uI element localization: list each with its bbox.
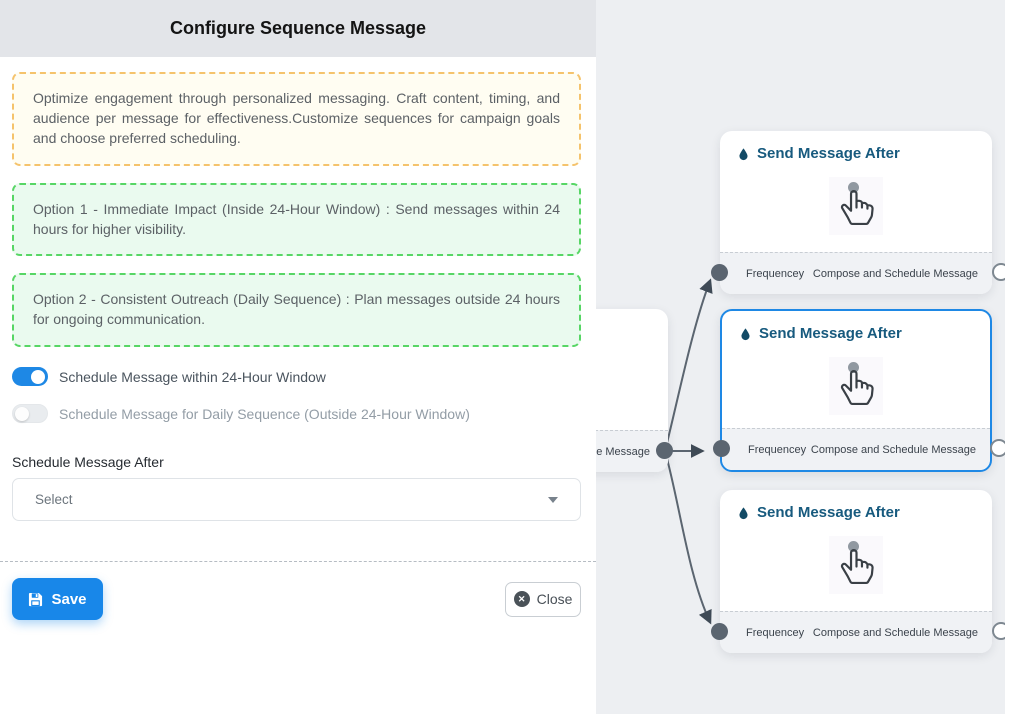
node-footer-compose[interactable]: Compose and Schedule Message — [812, 267, 978, 280]
node-title: Send Message After — [759, 325, 902, 342]
option1-notice: Option 1 - Immediate Impact (Inside 24-H… — [12, 182, 581, 257]
water-drop-icon — [739, 147, 748, 160]
option2-notice: Option 2 - Consistent Outreach (Daily Se… — [12, 273, 581, 348]
node-title: Send Message After — [757, 145, 900, 162]
node-footer-compose[interactable]: Compose and Schedule Message — [812, 626, 978, 639]
node-footer-compose[interactable]: Compose and Schedule Message — [810, 443, 976, 456]
hand-pointer-icon — [840, 549, 874, 584]
flow-canvas[interactable]: ce Message Send Message After Frequencey… — [596, 0, 1013, 714]
node-title-row: Send Message After — [737, 145, 900, 162]
select-value: Select — [35, 492, 73, 508]
node-footer: Frequencey Compose and Schedule Message — [720, 252, 992, 294]
close-button-label: Close — [536, 591, 573, 608]
tap-cursor-image — [829, 177, 883, 235]
node-footer-frequency[interactable]: Frequencey — [746, 626, 805, 639]
flow-node-send-message-3[interactable]: Send Message After Frequencey Compose an… — [711, 490, 1010, 653]
toggle-knob — [15, 406, 29, 421]
toggle-24hour-label: Schedule Message within 24-Hour Window — [59, 368, 326, 385]
tap-dot-icon — [848, 362, 859, 373]
option2-text: Option 2 - Consistent Outreach (Daily Se… — [33, 291, 560, 328]
toggle-daily-sequence: Schedule Message for Daily Sequence (Out… — [12, 404, 581, 424]
edge-to-node-3 — [664, 450, 712, 625]
source-node-footer-label: ce Message — [596, 445, 650, 458]
target-connection-handle[interactable] — [711, 264, 728, 281]
node-title-row: Send Message After — [737, 504, 900, 521]
option1-text: Option 1 - Immediate Impact (Inside 24-H… — [33, 200, 560, 237]
chevron-down-icon — [548, 496, 558, 503]
hand-pointer-icon — [840, 190, 874, 225]
node-title-row: Send Message After — [739, 325, 902, 342]
node-footer: Frequencey Compose and Schedule Message — [722, 428, 990, 470]
save-button-label: Save — [51, 590, 87, 608]
toggle-daily-label: Schedule Message for Daily Sequence (Out… — [59, 405, 470, 422]
panel-header: Configure Sequence Message — [0, 0, 596, 57]
toggle-knob — [31, 369, 45, 384]
close-button[interactable]: ✕ Close — [505, 581, 581, 617]
tap-cursor-image — [829, 536, 883, 594]
panel-footer: Save ✕ Close — [12, 578, 581, 621]
tap-dot-icon — [848, 541, 859, 552]
node-footer-frequency[interactable]: Frequencey — [748, 443, 807, 456]
target-connection-handle[interactable] — [711, 623, 728, 640]
tap-dot-icon — [848, 182, 859, 193]
toggle-24hour-window: Schedule Message within 24-Hour Window — [12, 367, 581, 387]
save-button[interactable]: Save — [12, 578, 103, 621]
toggle-daily-switch[interactable] — [12, 404, 48, 424]
configure-sequence-panel: Configure Sequence Message Optimize enga… — [0, 0, 596, 714]
target-connection-handle[interactable] — [713, 440, 730, 457]
flow-node-source-partial[interactable]: ce Message — [596, 309, 673, 472]
source-connection-handle[interactable] — [656, 442, 673, 459]
water-drop-icon — [741, 327, 750, 340]
toggle-24hour-switch[interactable] — [12, 367, 48, 387]
edge-to-node-1 — [664, 278, 713, 452]
panel-body: Optimize engagement through personalized… — [0, 72, 596, 621]
save-icon — [29, 592, 43, 606]
close-icon: ✕ — [513, 591, 530, 608]
tap-cursor-image — [829, 357, 883, 415]
node-title: Send Message After — [757, 504, 900, 521]
flow-node-send-message-1[interactable]: Send Message After Frequencey Compose an… — [711, 131, 1010, 294]
schedule-after-select[interactable]: Select — [12, 478, 581, 522]
scrollbar-track[interactable] — [1005, 0, 1013, 714]
flow-node-send-message-2-selected[interactable]: Send Message After Frequencey Compose an… — [713, 309, 1008, 472]
water-drop-icon — [739, 506, 748, 519]
info-notice-text: Optimize engagement through personalized… — [33, 90, 560, 146]
info-notice: Optimize engagement through personalized… — [12, 72, 581, 166]
footer-divider — [0, 561, 596, 563]
panel-title: Configure Sequence Message — [169, 18, 427, 38]
hand-pointer-icon — [840, 370, 874, 405]
schedule-after-label: Schedule Message After — [12, 454, 164, 471]
node-footer-frequency[interactable]: Frequencey — [746, 267, 805, 280]
node-footer: Frequencey Compose and Schedule Message — [720, 611, 992, 653]
